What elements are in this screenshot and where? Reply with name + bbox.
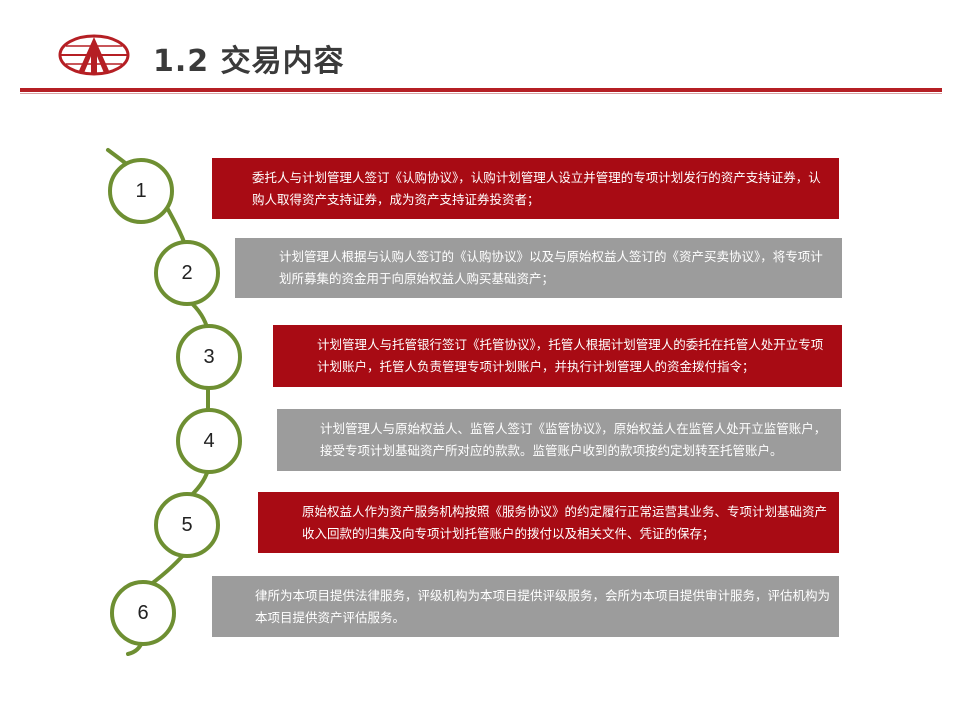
step-6-text: 律所为本项目提供法律服务，评级机构为本项目提供评级服务，会所为本项目提供审计服务… <box>255 587 831 625</box>
step-1-circle: 1 <box>108 158 174 224</box>
step-3-text: 计划管理人与托管银行签订《托管协议》，托管人根据计划管理人的委托在托管人处开立专… <box>317 337 824 374</box>
step-6-box: 律所为本项目提供法律服务，评级机构为本项目提供评级服务，会所为本项目提供审计服务… <box>212 576 839 637</box>
step-4-circle: 4 <box>176 408 242 474</box>
step-4-text: 计划管理人与原始权益人、监管人签订《监管协议》，原始权益人在监管人处开立监管账户… <box>320 421 827 458</box>
step-5-text: 原始权益人作为资产服务机构按照《服务协议》的约定履行正常运营其业务、专项计划基础… <box>302 503 828 541</box>
company-logo <box>58 34 130 76</box>
step-5-circle: 5 <box>154 492 220 558</box>
step-1-box: 委托人与计划管理人签订《认购协议》，认购计划管理人设立并管理的专项计划发行的资产… <box>212 158 839 219</box>
step-1-text: 委托人与计划管理人签订《认购协议》，认购计划管理人设立并管理的专项计划发行的资产… <box>252 169 821 207</box>
step-3-number: 3 <box>203 345 215 368</box>
step-2-number: 2 <box>181 261 193 284</box>
page-title: 1.2 交易内容 <box>153 44 345 79</box>
step-6-number: 6 <box>137 601 149 624</box>
title-divider <box>20 88 942 92</box>
step-4-box: 计划管理人与原始权益人、监管人签订《监管协议》，原始权益人在监管人处开立监管账户… <box>277 409 841 471</box>
title-divider-thin <box>20 93 942 94</box>
step-6-circle: 6 <box>110 580 176 646</box>
step-2-box: 计划管理人根据与认购人签订的《认购协议》以及与原始权益人签订的《资产买卖协议》，… <box>235 238 842 298</box>
step-1-number: 1 <box>135 179 147 202</box>
step-2-circle: 2 <box>154 240 220 306</box>
step-5-box: 原始权益人作为资产服务机构按照《服务协议》的约定履行正常运营其业务、专项计划基础… <box>258 492 839 553</box>
step-5-number: 5 <box>181 513 193 536</box>
step-4-number: 4 <box>203 429 215 452</box>
step-3-circle: 3 <box>176 324 242 390</box>
step-3-box: 计划管理人与托管银行签订《托管协议》，托管人根据计划管理人的委托在托管人处开立专… <box>273 325 842 387</box>
step-2-text: 计划管理人根据与认购人签订的《认购协议》以及与原始权益人签订的《资产买卖协议》，… <box>279 249 823 286</box>
